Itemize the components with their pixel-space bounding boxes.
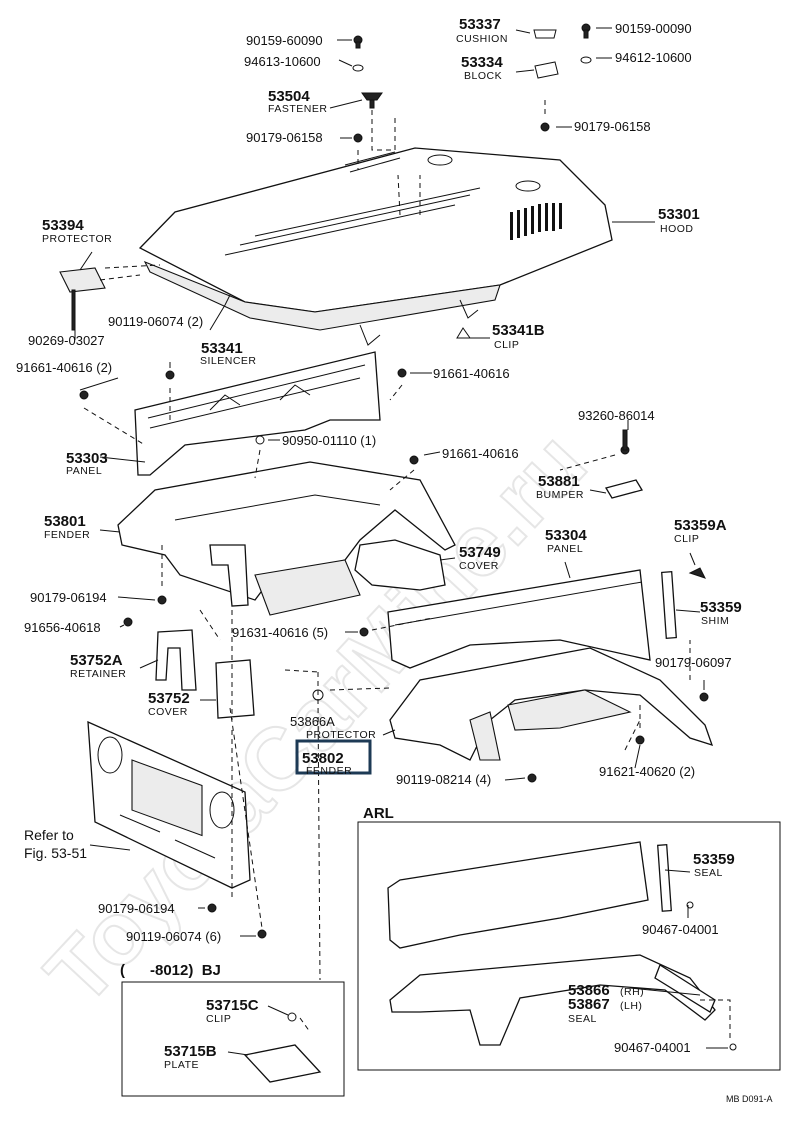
part-number: 90269-03027 <box>28 333 105 348</box>
protector-53394-illustration <box>59 267 106 293</box>
part-name: PROTECTOR <box>42 233 112 245</box>
fender-53802-illustration <box>389 647 714 761</box>
part-number: 53504 <box>268 88 310 105</box>
part-number: 90467-04001 <box>642 922 719 937</box>
part-number: 90179-06158 <box>574 119 651 134</box>
part-number: 53715B <box>164 1043 217 1060</box>
part-name: CLIP <box>494 339 519 351</box>
part-number: 53304 <box>545 527 587 544</box>
part-number: 53752A <box>70 652 123 669</box>
part-number: 90159-60090 <box>246 33 323 48</box>
part-name: RETAINER <box>70 668 126 680</box>
part-number: 91661-40616 <box>442 446 519 461</box>
part-number: 94613-10600 <box>244 54 321 69</box>
front-panel-illustration <box>87 720 251 889</box>
part-number: 53341B <box>492 322 545 339</box>
part-number: 93260-86014 <box>578 408 655 423</box>
part-number: 53881 <box>538 473 580 490</box>
arl-section-box <box>357 821 781 1071</box>
part-number: 94612-10600 <box>615 50 692 65</box>
part-number: 91631-40616 (5) <box>232 625 328 640</box>
clip-53715c-illustration <box>287 1012 297 1022</box>
part-number: 90119-06074 (2) <box>108 314 203 329</box>
part-name: (LH) <box>620 1000 642 1012</box>
part-number: 53359 <box>693 851 735 868</box>
part-name: FENDER <box>306 765 352 777</box>
diagram-code: MB D091-A <box>726 1094 773 1104</box>
part-number: 91656-40618 <box>24 620 101 635</box>
part-number: 90950-01110 (1) <box>282 433 376 448</box>
cover-53749-illustration <box>354 539 446 591</box>
part-name: SEAL <box>694 867 723 879</box>
part-name: BUMPER <box>536 489 584 501</box>
bj-section-title: ( -8012) BJ <box>120 962 221 979</box>
cover-53752-illustration <box>215 659 255 719</box>
part-number: 90119-06074 (6) <box>126 929 221 944</box>
part-name: PANEL <box>66 465 102 477</box>
part-number: 53801 <box>44 513 86 530</box>
shim-53359-illustration <box>661 571 677 639</box>
part-number: 53394 <box>42 217 84 234</box>
part-number: 53359 <box>700 599 742 616</box>
part-name: CUSHION <box>456 33 508 45</box>
part-number: 53715C <box>206 997 259 1014</box>
part-number: 91661-40616 (2) <box>16 360 112 375</box>
part-number: 53867 <box>568 996 610 1013</box>
refer-note-line1: Refer to <box>24 827 74 843</box>
part-name: SHIM <box>701 615 729 627</box>
leader-lines <box>74 27 728 1056</box>
part-number: 90159-00090 <box>615 21 692 36</box>
part-name: PLATE <box>164 1059 199 1071</box>
part-name: PANEL <box>547 543 583 555</box>
retainer-53752a-illustration <box>155 629 197 691</box>
part-number: 90179-06194 <box>98 901 175 916</box>
arl-section-title: ARL <box>363 805 394 822</box>
part-number: 53337 <box>459 16 501 33</box>
part-name: SILENCER <box>200 355 257 367</box>
part-number: 53752 <box>148 690 190 707</box>
panel-53303-illustration <box>134 351 381 476</box>
part-number: 91661-40616 <box>433 366 510 381</box>
panel-53304-illustration <box>387 569 651 669</box>
part-name: BLOCK <box>464 70 502 82</box>
dashed-guides <box>83 100 731 1040</box>
part-number: 53749 <box>459 544 501 561</box>
part-number: 53341 <box>201 340 243 357</box>
part-number: 53301 <box>658 206 700 223</box>
part-name: COVER <box>459 560 499 572</box>
part-name: CLIP <box>674 533 699 545</box>
part-name: PROTECTOR <box>306 729 376 741</box>
part-number: 53802 <box>302 750 344 767</box>
part-number: 90179-06097 <box>655 655 732 670</box>
part-name: SEAL <box>568 1013 597 1025</box>
part-number: 90179-06158 <box>246 130 323 145</box>
part-number: 53303 <box>66 450 108 467</box>
part-name: HOOD <box>660 223 694 235</box>
refer-note-line2: Fig. 53-51 <box>24 845 87 861</box>
part-name: CLIP <box>206 1013 231 1025</box>
bj-section-box <box>121 981 345 1097</box>
part-number: 53334 <box>461 54 503 71</box>
highlight-box-53802 <box>295 739 372 775</box>
bumper-53881-illustration <box>604 479 644 499</box>
part-number: 91621-40620 (2) <box>599 764 695 779</box>
part-name: COVER <box>148 706 188 718</box>
part-name: (RH) <box>620 986 644 998</box>
part-number: 53359A <box>674 517 727 534</box>
hood-illustration <box>138 147 613 346</box>
arl-illustration <box>387 841 716 1046</box>
part-name: FENDER <box>44 529 90 541</box>
part-number: 53866A <box>290 714 335 729</box>
part-number: 90179-06194 <box>30 590 107 605</box>
part-name: FASTENER <box>268 103 327 115</box>
part-number: 90467-04001 <box>614 1040 691 1055</box>
part-number: 53866 <box>568 982 610 999</box>
plate-53715b-illustration <box>243 1044 322 1083</box>
fender-53801-illustration <box>117 461 456 616</box>
part-labels: 90159-60090 94613-10600 53504 FASTENER 9… <box>16 16 773 1104</box>
part-number: 90119-08214 (4) <box>396 772 491 787</box>
